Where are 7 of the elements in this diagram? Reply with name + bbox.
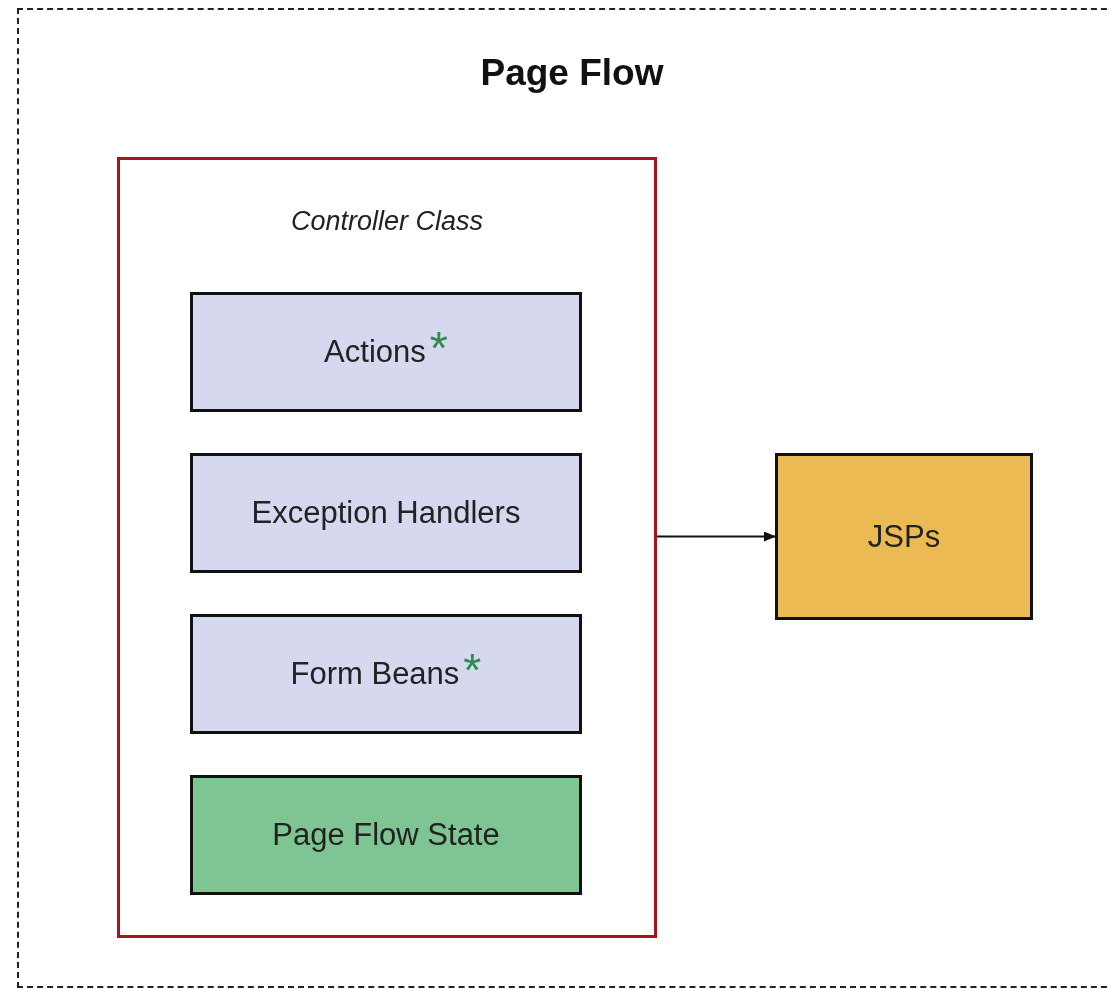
frame-heading: Page Flow bbox=[480, 52, 664, 93]
class-heading: Controller Class bbox=[290, 206, 484, 236]
controller-class-box bbox=[117, 157, 657, 938]
component-box: Exception Handlers bbox=[190, 453, 582, 573]
jsp-box: JSPs bbox=[775, 453, 1033, 620]
component-box: Page Flow State bbox=[190, 775, 582, 895]
arrow bbox=[656, 531, 776, 542]
